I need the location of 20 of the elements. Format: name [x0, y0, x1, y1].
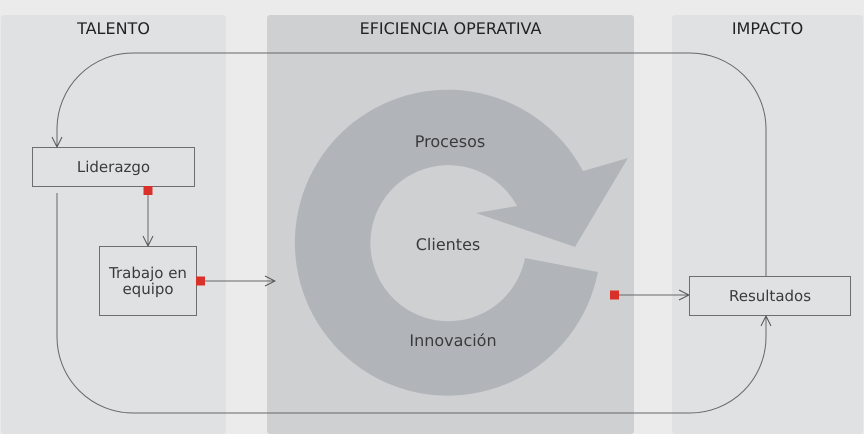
process-box — [689, 276, 851, 316]
arrow — [196, 276, 276, 286]
column-band — [267, 15, 634, 434]
arrow — [52, 52, 766, 276]
box-label: Trabajo en equipo — [109, 264, 187, 298]
box-label: Liderazgo — [76, 158, 152, 176]
column-band — [672, 15, 863, 434]
arrow — [56, 192, 772, 414]
process-box — [32, 147, 195, 187]
process-box — [99, 246, 197, 316]
cycle-label: Innovación — [408, 331, 498, 350]
arrow — [610, 290, 690, 300]
column-heading: IMPACTO — [730, 19, 804, 38]
column-heading: EFICIENCIA OPERATIVA — [358, 19, 542, 38]
cycle-label: Procesos — [414, 132, 486, 151]
column-heading: TALENTO — [76, 19, 151, 38]
box-label: Resultados — [728, 288, 812, 304]
arrow — [142, 186, 154, 246]
cycle-label: Clientes — [414, 235, 482, 254]
column-band — [1, 15, 226, 434]
